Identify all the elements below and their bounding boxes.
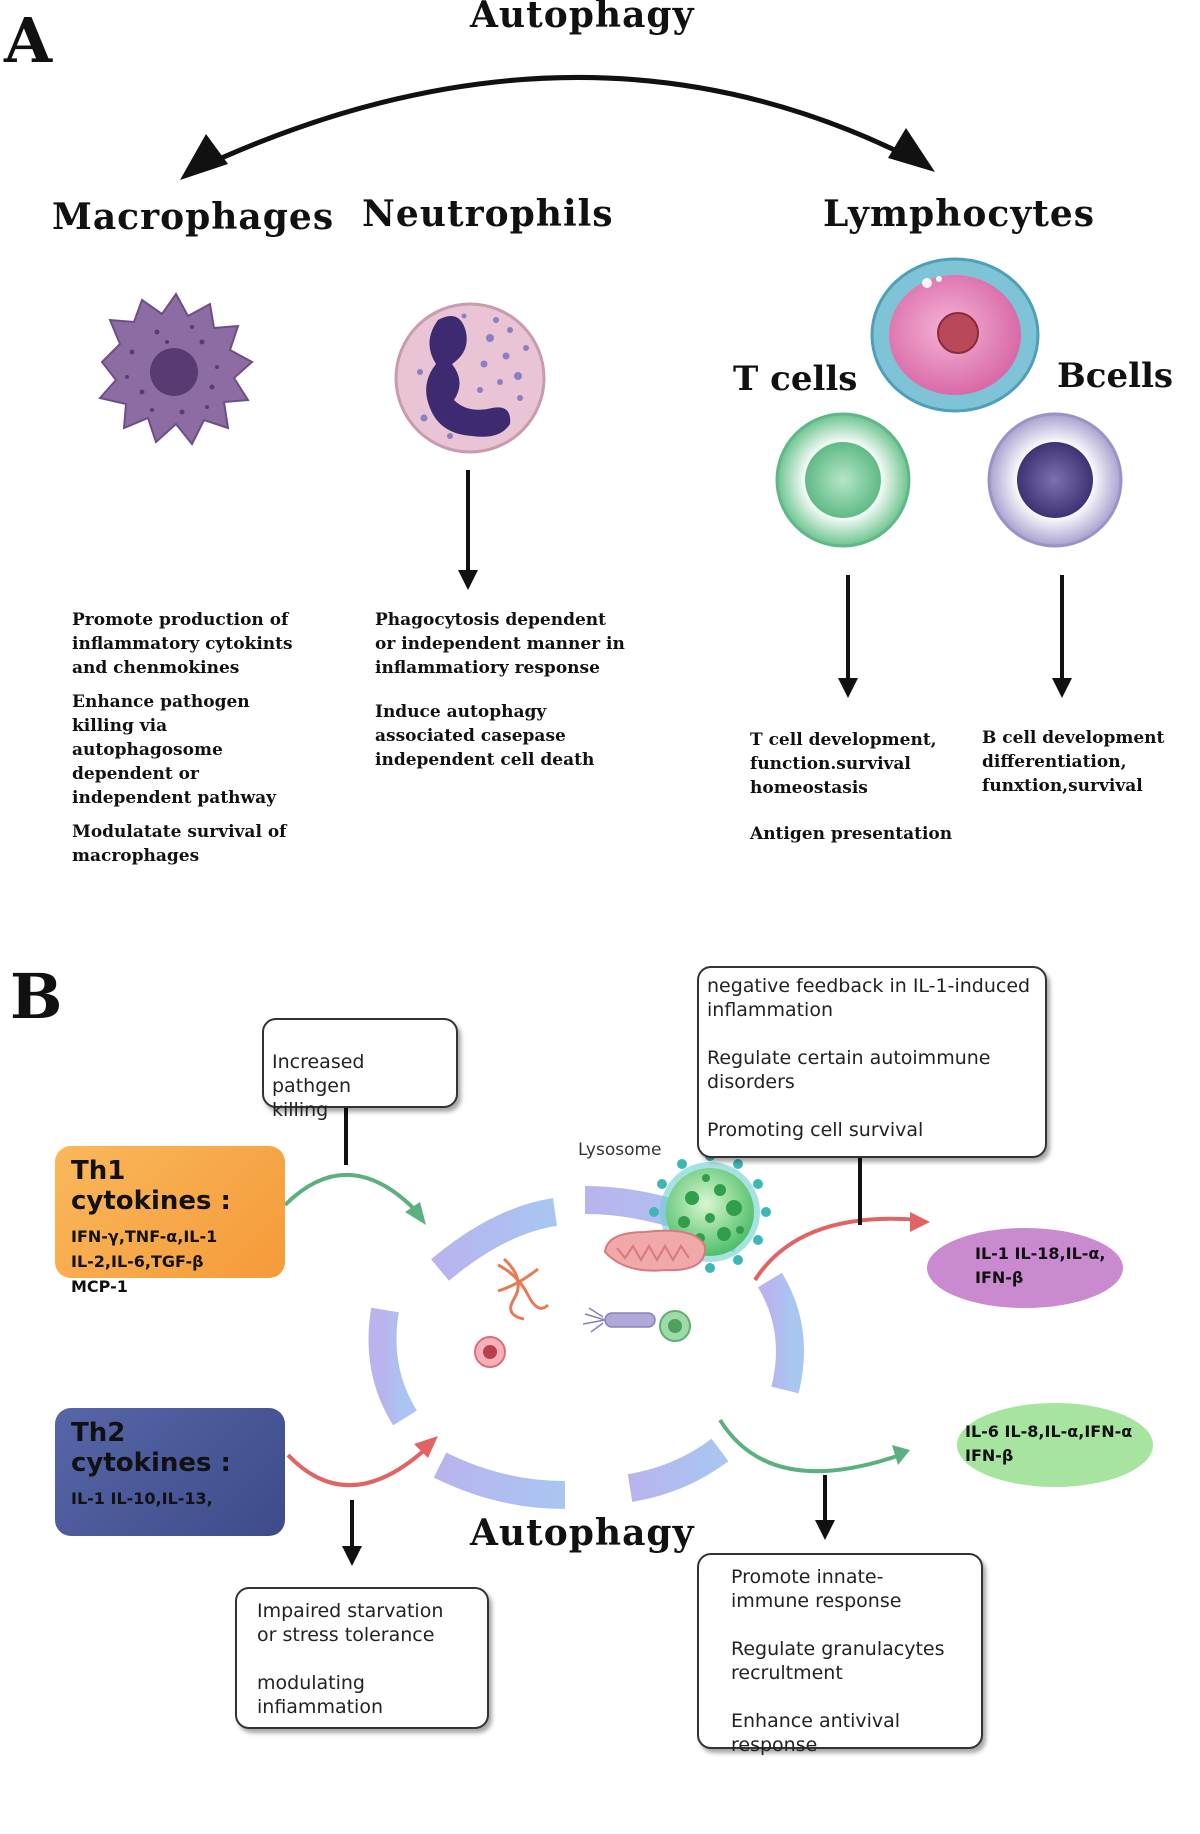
- macrophages-label: Macrophages: [52, 196, 335, 238]
- membrane-green-arrow-head: [892, 1445, 910, 1465]
- dna-fragment-icon: [497, 1257, 550, 1321]
- b-cell-effect-1: B cell development differentiation, funx…: [982, 728, 1165, 796]
- macrophage-effect-3: Modulatate survival of macrophages: [72, 822, 287, 866]
- macrophage-effects: Promote production of inflammatory cytok…: [72, 608, 312, 878]
- autophagy-arc-arrow: [193, 75, 917, 173]
- feedback-text-3: Promoting cell survival: [707, 1119, 924, 1141]
- th2-red-arrow: [286, 1443, 432, 1487]
- starvation-text-1: Impaired starvation or stress tolerance: [257, 1600, 444, 1646]
- ellipse-purple: [927, 1228, 1123, 1308]
- arrow-head-right: [888, 128, 935, 172]
- neutrophil-down-arrow-head: [458, 570, 478, 590]
- small-vesicle-icon: [659, 1310, 691, 1342]
- ellipse-purple-label: IL-1 IL-18,IL-α, IFN-β: [975, 1244, 1106, 1287]
- neutrophil-effect-2: Induce autophagy associated casepase ind…: [375, 702, 595, 770]
- feedback-text-2: Regulate certain autoimmune disorders: [707, 1047, 991, 1093]
- lymphocyte-cell-icon: [870, 257, 1040, 413]
- starvation-box: Impaired starvation or stress tolerance …: [235, 1587, 489, 1729]
- t-cell-effect-1: T cell development, function.survival ho…: [750, 730, 937, 798]
- lymphocytes-label: Lymphocytes: [823, 193, 1096, 235]
- lysosome-red-arrow: [753, 1216, 921, 1282]
- feedback-text-1: negative feedback in IL-1-induced inflam…: [707, 975, 1031, 1021]
- innate-immune-box: Promote innate-immune response Regulate …: [697, 1553, 983, 1756]
- th2-title: Th2 cytokines :: [71, 1418, 231, 1478]
- b-cell-icon: [987, 412, 1123, 548]
- th1-green-arrow-head: [405, 1202, 426, 1225]
- pathogen-killing-text: Increased pathgen killing: [272, 1051, 365, 1121]
- neutrophils-label: Neutrophils: [362, 193, 614, 235]
- panel-a-title: Autophagy: [470, 0, 695, 36]
- panel-b-letter: B: [10, 960, 63, 1033]
- th1-green-arrow: [283, 1173, 422, 1217]
- feedback-box: negative feedback in IL-1-induced inflam…: [697, 966, 1047, 1158]
- th1-title: Th1 cytokines :: [71, 1156, 231, 1216]
- panel-a-graphics: [98, 75, 1123, 698]
- t-cell-icon: [775, 412, 911, 548]
- th2-red-arrow-head: [414, 1436, 438, 1458]
- b-cells-label: Bcells: [1057, 356, 1174, 396]
- t-cell-down-arrow-head: [838, 678, 858, 698]
- t-cells-label: T cells: [733, 359, 858, 399]
- t-cell-effect-2: Antigen presentation: [750, 824, 953, 844]
- neutrophil-cell-icon: [394, 302, 546, 454]
- innate-text-1: Promote innate-immune response: [731, 1566, 902, 1612]
- down-arrow-starvation-head: [342, 1546, 362, 1566]
- th2-cytokines-box: Th2 cytokines : IL-1 IL-10,IL-13,: [55, 1408, 285, 1536]
- macrophage-cell-icon: [98, 292, 254, 446]
- b-cell-down-arrow-head: [1052, 678, 1072, 698]
- down-arrow-innate-head: [815, 1520, 835, 1540]
- neutrophil-effects: Phagocytosis dependent or independent ma…: [375, 608, 625, 782]
- pathogen-killing-box: Increased pathgen killing: [262, 1018, 458, 1121]
- starvation-text-2: modulating infiammation: [257, 1672, 383, 1718]
- innate-text-2: Regulate granulacytes recrultment: [731, 1638, 945, 1684]
- autophagosome-membrane: [368, 1186, 804, 1509]
- ellipse-green: [957, 1403, 1153, 1487]
- panel-b-autophagy-label: Autophagy: [470, 1512, 695, 1554]
- arrow-head-left: [180, 134, 228, 180]
- panel-a-letter: A: [4, 4, 53, 77]
- t-cell-effects: T cell development, function.survival ho…: [750, 728, 960, 856]
- macrophage-effect-2: Enhance pathogen killing via autophagoso…: [72, 692, 277, 808]
- membrane-green-arrow: [718, 1418, 901, 1474]
- th1-list: IFN-γ,TNF-α,IL-1 IL-2,IL-6,TGF-β MCP-1: [71, 1227, 218, 1296]
- b-cell-effects: B cell development differentiation, funx…: [982, 726, 1182, 808]
- panel-b-graphics: [283, 1070, 1153, 1566]
- bacterium-icon: [582, 1307, 656, 1333]
- th2-list: IL-1 IL-10,IL-13,: [71, 1489, 213, 1508]
- neutrophil-effect-1: Phagocytosis dependent or independent ma…: [375, 610, 625, 678]
- lysosome-red-arrow-head: [910, 1212, 930, 1232]
- th1-cytokines-box: Th1 cytokines : IFN-γ,TNF-α,IL-1 IL-2,IL…: [55, 1146, 285, 1296]
- innate-text-3: Enhance antivival response: [731, 1710, 901, 1756]
- mitochondrion-icon: [603, 1229, 707, 1272]
- red-vesicle-icon: [474, 1336, 506, 1368]
- macrophage-effect-1: Promote production of inflammatory cytok…: [72, 610, 293, 678]
- lysosome-label: Lysosome: [578, 1140, 662, 1160]
- ellipse-green-label: IL-6 IL-8,IL-α,IFN-α IFN-β: [965, 1422, 1133, 1465]
